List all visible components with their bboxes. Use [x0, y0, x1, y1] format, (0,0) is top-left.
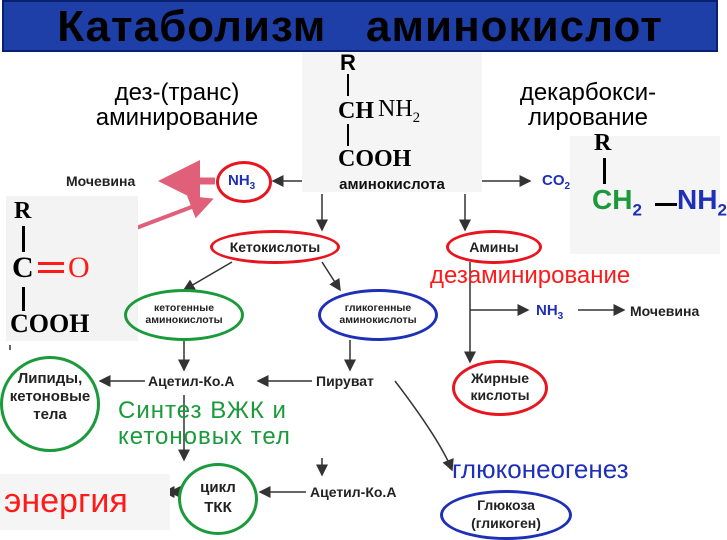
amino-acid-panel	[302, 52, 482, 192]
amine-bond-1	[603, 158, 606, 184]
node-lipids-line2: кетоновые	[9, 388, 91, 405]
node-amines: Амины	[469, 239, 519, 255]
keto-o: O	[68, 251, 90, 284]
amine-ch-sub: 2	[632, 200, 642, 220]
amino-bond-1	[347, 74, 349, 96]
node-co2-sub: 2	[564, 181, 571, 192]
node-nh3-left: NH3	[228, 172, 255, 192]
arrow-pyruvate-to-glucose	[394, 380, 454, 472]
node-ketoacids-oval	[210, 230, 340, 264]
amine-nh: NH	[677, 184, 718, 215]
node-fatty-acids-oval	[452, 360, 548, 416]
amino-nh2: NH2	[378, 96, 420, 127]
amino-bond-2	[347, 124, 349, 146]
amino-ch: CH	[338, 98, 374, 124]
heading-vzhk-synthesis: Синтез ВЖК и кетоновых тел	[118, 398, 291, 450]
keto-cooh: COOH	[10, 309, 90, 338]
node-nh3-right-sub: 3	[557, 311, 564, 322]
node-tca-oval	[178, 463, 258, 535]
heading-transamination: дез-(транс) аминирование	[62, 80, 292, 130]
node-fatty-acids: Жирные кислоты	[452, 370, 548, 404]
arrow-keto-to-ketogenic	[182, 261, 233, 291]
heading-transamination-line2: аминирование	[95, 104, 259, 131]
node-nh3-left-oval	[216, 161, 272, 203]
arrow-keto-to-glucogenic	[321, 261, 341, 292]
amino-nh-sub: 2	[412, 109, 421, 126]
node-acetyl-coa-2: Ацетил-Ко.А	[310, 484, 397, 500]
amine-r: R	[594, 130, 612, 156]
amino-cooh: COOH	[338, 146, 412, 172]
keto-r: R	[14, 198, 32, 224]
node-glucogenic: гликогенные аминокислоты	[318, 302, 438, 326]
node-urea-left: Мочевина	[66, 173, 136, 189]
node-ketogenic: кетогенные аминокислоты	[124, 302, 244, 326]
node-urea-right: Мочевина	[630, 303, 700, 319]
keto-bond-1	[22, 226, 25, 252]
node-lipids-line1: Липиды,	[17, 370, 83, 387]
heading-energy: энергия	[4, 482, 128, 520]
node-co2-text: CO	[542, 172, 565, 189]
keto-double-bond-a	[38, 262, 64, 265]
node-glucose-line1: Глюкоза	[477, 497, 535, 513]
node-glucose-line2: (гликоген)	[471, 515, 541, 531]
keto-c: C	[12, 251, 34, 284]
amino-acid-label: аминокислота	[339, 176, 445, 193]
node-glucogenic-line1: гликогенные	[344, 302, 412, 314]
title-bar	[2, 0, 718, 52]
amine-bond-2	[655, 203, 677, 206]
page-title: Катаболизм аминокислот	[57, 2, 663, 51]
node-fatty-acids-line1: Жирные	[470, 370, 529, 386]
node-fatty-acids-line2: кислоты	[470, 387, 530, 403]
amine-ch2: CH2	[592, 184, 642, 221]
heading-decarboxylation-line2: лирование	[528, 104, 648, 131]
amine-nh-sub: 2	[717, 200, 727, 220]
node-nh3-left-sub: 3	[249, 181, 256, 192]
amino-r: R	[340, 50, 356, 75]
node-glucose-oval	[440, 490, 572, 540]
node-tca-line1: цикл	[200, 479, 236, 496]
amine-nh2: NH2	[677, 184, 727, 221]
heading-deamination: дезаминирование	[430, 262, 631, 289]
node-nh3-right-text: NH	[536, 302, 558, 319]
heading-decarboxylation: декарбокси- лирование	[478, 80, 698, 130]
node-ketoacids: Кетокислоты	[229, 239, 321, 255]
heading-decarboxylation-line1: декарбокси-	[519, 79, 657, 106]
node-co2: CO2	[542, 172, 570, 192]
keto-bond-2	[22, 287, 25, 311]
node-glucogenic-oval	[318, 289, 438, 341]
node-tca-line2: ТКК	[204, 499, 232, 516]
node-tca: цикл ТКК	[178, 478, 258, 518]
heading-gluconeogenesis: глюконеогенез	[452, 454, 629, 484]
node-lipids: Липиды, кетоновые тела	[0, 370, 100, 424]
node-glucogenic-line2: аминокислоты	[339, 314, 417, 326]
node-lipids-line3: тела	[33, 406, 67, 423]
node-lipids-oval	[0, 356, 100, 452]
amine-ch: CH	[592, 184, 633, 215]
node-amines-oval	[446, 230, 542, 264]
node-nh3-right: NH3	[536, 302, 563, 322]
node-ketogenic-oval	[124, 289, 244, 341]
node-ketogenic-line2: аминокислоты	[145, 314, 223, 326]
node-nh3-left-text: NH	[228, 172, 250, 189]
node-ketogenic-line1: кетогенные	[153, 302, 215, 314]
amine-panel	[570, 136, 720, 254]
node-acetyl-coa-1: Ацетил-Ко.А	[148, 373, 235, 389]
keto-double-bond-b	[38, 270, 64, 273]
heading-vzhk-line2: кетоновых тел	[118, 423, 291, 450]
node-glucose: Глюкоза (гликоген)	[440, 496, 572, 532]
heading-transamination-line1: дез-(транс)	[114, 79, 240, 106]
heading-vzhk-line1: Синтез ВЖК и	[118, 397, 287, 424]
node-pyruvate: Пируват	[316, 373, 374, 389]
amino-nh: NH	[378, 96, 413, 122]
keto-acid-panel	[6, 196, 138, 341]
energy-panel	[0, 474, 170, 530]
